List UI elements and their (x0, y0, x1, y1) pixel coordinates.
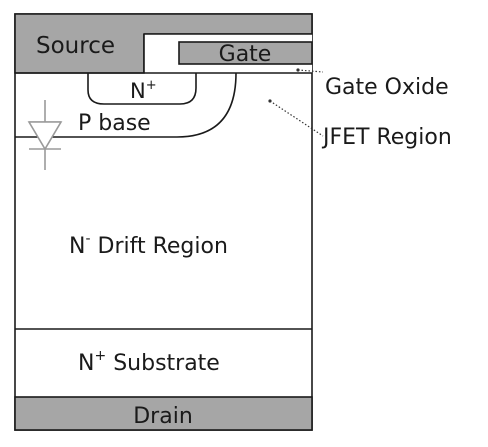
device-body (14, 13, 313, 431)
source-label: Source (36, 33, 115, 59)
gate-oxide-leader (297, 69, 324, 73)
p-base-label: P base (78, 111, 151, 136)
gate-electrode (178, 41, 313, 65)
drain-label: Drain (133, 404, 193, 429)
jfet-leader (269, 100, 324, 137)
n-substrate-label: N+ Substrate (78, 348, 220, 376)
gate-label: Gate (219, 42, 272, 67)
n-drift-label: N- Drift Region (69, 231, 228, 259)
jfet-leader-dot (268, 99, 272, 103)
p-base-boundary (15, 72, 237, 138)
n-plus-label: N+ (130, 78, 157, 103)
gate-oxide-leader-dot (296, 68, 300, 72)
drain-metal (14, 396, 313, 431)
body-diode-icon (27, 100, 63, 170)
jfet-region-label: JFET Region (321, 125, 452, 150)
gate-oxide-label: Gate Oxide (325, 75, 449, 100)
n-plus-boundary (87, 73, 197, 105)
